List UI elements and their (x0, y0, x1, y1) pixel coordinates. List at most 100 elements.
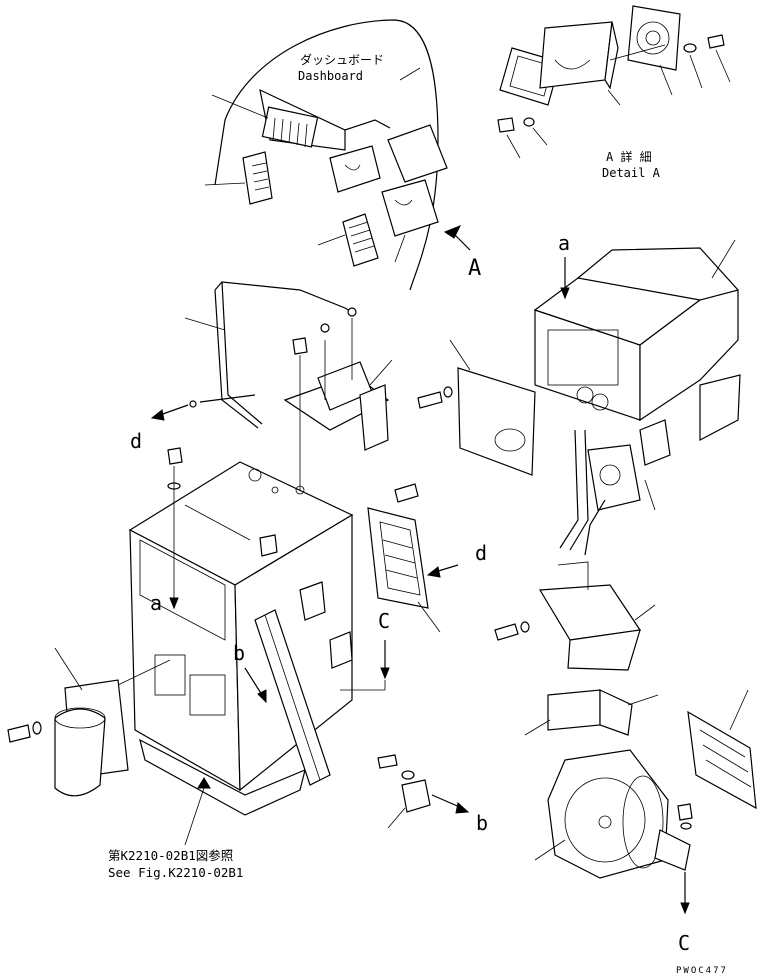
duct-bottom (567, 629, 641, 671)
pipe-top (214, 281, 353, 313)
pipe-end (199, 394, 256, 403)
detail-a-grille-hub (645, 30, 661, 46)
beam-group (254, 581, 353, 786)
blower-scroll (564, 777, 646, 863)
detail-a-label-en: Detail A (602, 166, 661, 180)
dash-vent-box-3 (381, 179, 439, 237)
ref-a-top-arrowhead (560, 287, 570, 300)
cover-plate-leader (449, 339, 471, 371)
dashboard-outline (224, 19, 439, 291)
left-duct-washer (32, 721, 42, 735)
filter-line-3 (705, 759, 752, 788)
louver-slat-2 (384, 554, 416, 564)
louver-leader (417, 601, 441, 633)
ref-c-bottom-arrowhead (680, 902, 690, 915)
frame-cutout-1 (154, 654, 186, 696)
clamp-group (524, 689, 659, 736)
see-fig-leader (184, 787, 205, 846)
see-fig-label-en: See Fig.K2210-02B1 (108, 865, 243, 880)
filter-group (687, 689, 757, 810)
detail-a-leader-6 (532, 127, 548, 146)
duct-washer (520, 621, 530, 633)
ref-d-left-arrow (159, 404, 189, 416)
left-duct-screw (7, 724, 31, 743)
heater-unit-group (533, 239, 741, 441)
louver-slat-1 (382, 539, 413, 549)
support-beam-edge (264, 614, 321, 781)
dash-arrow-plate (344, 119, 391, 131)
duct-connector (557, 561, 589, 590)
pipe-clip-1 (320, 323, 330, 333)
clamp-side (599, 689, 633, 736)
beam-clip-2 (329, 631, 353, 669)
frame-hole-3 (295, 485, 305, 495)
cover-plate-washer (443, 386, 453, 398)
detail-a-group (497, 5, 731, 159)
heater-hose-2 (569, 429, 589, 551)
detail-a-washer-2 (523, 117, 535, 127)
leader-vent-3 (394, 234, 406, 263)
connector-bracket (401, 779, 431, 813)
clamp-front (547, 689, 601, 731)
detail-a-leader-2 (659, 64, 673, 96)
view-a-label: A (468, 256, 481, 281)
frame-cutout-2 (189, 674, 226, 716)
valve-group (559, 419, 671, 556)
louver-panel-group (367, 483, 441, 633)
louver-slat-3 (385, 569, 418, 579)
lower-vent (342, 213, 379, 267)
valve-bracket (639, 419, 671, 466)
louver-screw (394, 483, 419, 503)
filter-line-2 (702, 744, 749, 773)
leader-side-vent (204, 182, 246, 186)
frame-hole-2 (271, 486, 279, 494)
control-bracket (359, 384, 389, 451)
heater-bracket (699, 374, 741, 441)
control-unit-group (283, 318, 393, 520)
dash-vent-box-2 (387, 124, 448, 183)
louver-panel-inner (379, 521, 421, 596)
center-vent-louvers (272, 117, 308, 148)
cover-plate-screw (417, 391, 443, 409)
ref-c-bottom-label: C (678, 931, 690, 955)
left-duct-guide (117, 659, 171, 686)
filter-line-1 (699, 729, 746, 758)
detail-a-grille-circle (636, 21, 670, 55)
detail-a-leader-4 (715, 49, 731, 83)
left-duct-leader (54, 647, 83, 691)
water-valve (587, 444, 641, 511)
ref-d-left-label: d (130, 429, 142, 453)
blower-group (534, 749, 693, 879)
pipe-left (214, 289, 259, 429)
pipe-end-clip (189, 400, 197, 408)
see-fig-label-jp: 第K2210-02B1図参照 (108, 848, 233, 863)
heater-pipe-port-1 (576, 386, 594, 404)
heater-hose-1 (559, 429, 579, 549)
dashboard-label-en: Dashboard (298, 69, 363, 83)
leader-dash (399, 67, 421, 81)
pipe-leader (184, 317, 226, 331)
view-arrow-head (443, 225, 462, 239)
detail-a-vent-side (604, 21, 619, 90)
clamp-leader-1 (627, 694, 659, 706)
frame-clip (259, 534, 278, 557)
heater-inlet-opening (547, 329, 619, 386)
ref-b-mid-label: b (233, 641, 245, 665)
dash-vent-box-1 (329, 145, 381, 193)
detail-a-washer (683, 43, 697, 53)
frame-base (139, 738, 306, 816)
detail-a-louver (554, 59, 591, 70)
air-filter (687, 710, 757, 810)
dashboard-group (204, 19, 471, 291)
cover-plate-grommet (494, 428, 526, 452)
ref-b-bottom-arrowhead (455, 802, 470, 814)
duct-leader (634, 604, 656, 621)
blower-washer (680, 822, 692, 830)
frame-group (128, 447, 354, 816)
drawing-code: PWOC477 (676, 966, 728, 975)
detail-a-screw-2 (497, 117, 515, 133)
detail-a-screw (707, 34, 725, 49)
frame-hole-1 (248, 468, 262, 482)
ref-a-top-label: a (558, 231, 570, 255)
